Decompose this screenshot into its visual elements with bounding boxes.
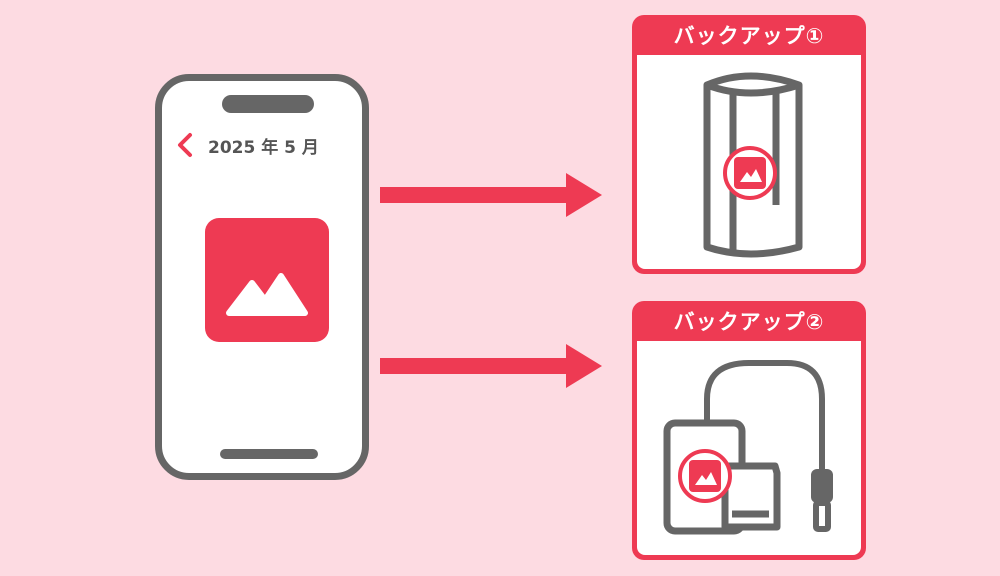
phone-date-label: 2025 年 5 月 bbox=[208, 137, 319, 158]
backup-card-title: バックアップ① bbox=[673, 24, 825, 48]
smartphone: 2025 年 5 月 bbox=[155, 74, 369, 480]
arrow-right-icon bbox=[380, 344, 602, 388]
backup-card-title: バックアップ② bbox=[673, 310, 825, 334]
phone-header: 2025 年 5 月 bbox=[176, 129, 319, 161]
chevron-left-icon bbox=[178, 133, 192, 157]
cloud-server-drum-icon bbox=[703, 72, 803, 258]
backup-card-2: バックアップ② bbox=[632, 301, 866, 560]
phone-notch bbox=[222, 95, 314, 113]
phone-home-bar bbox=[220, 449, 318, 459]
arrow-right-icon bbox=[380, 173, 602, 217]
external-storage-with-cable-icon bbox=[663, 360, 833, 535]
backup-card-body bbox=[637, 55, 861, 269]
image-icon bbox=[205, 218, 329, 342]
backup-card-body bbox=[637, 341, 861, 555]
backup-card-1: バックアップ① bbox=[632, 15, 866, 274]
